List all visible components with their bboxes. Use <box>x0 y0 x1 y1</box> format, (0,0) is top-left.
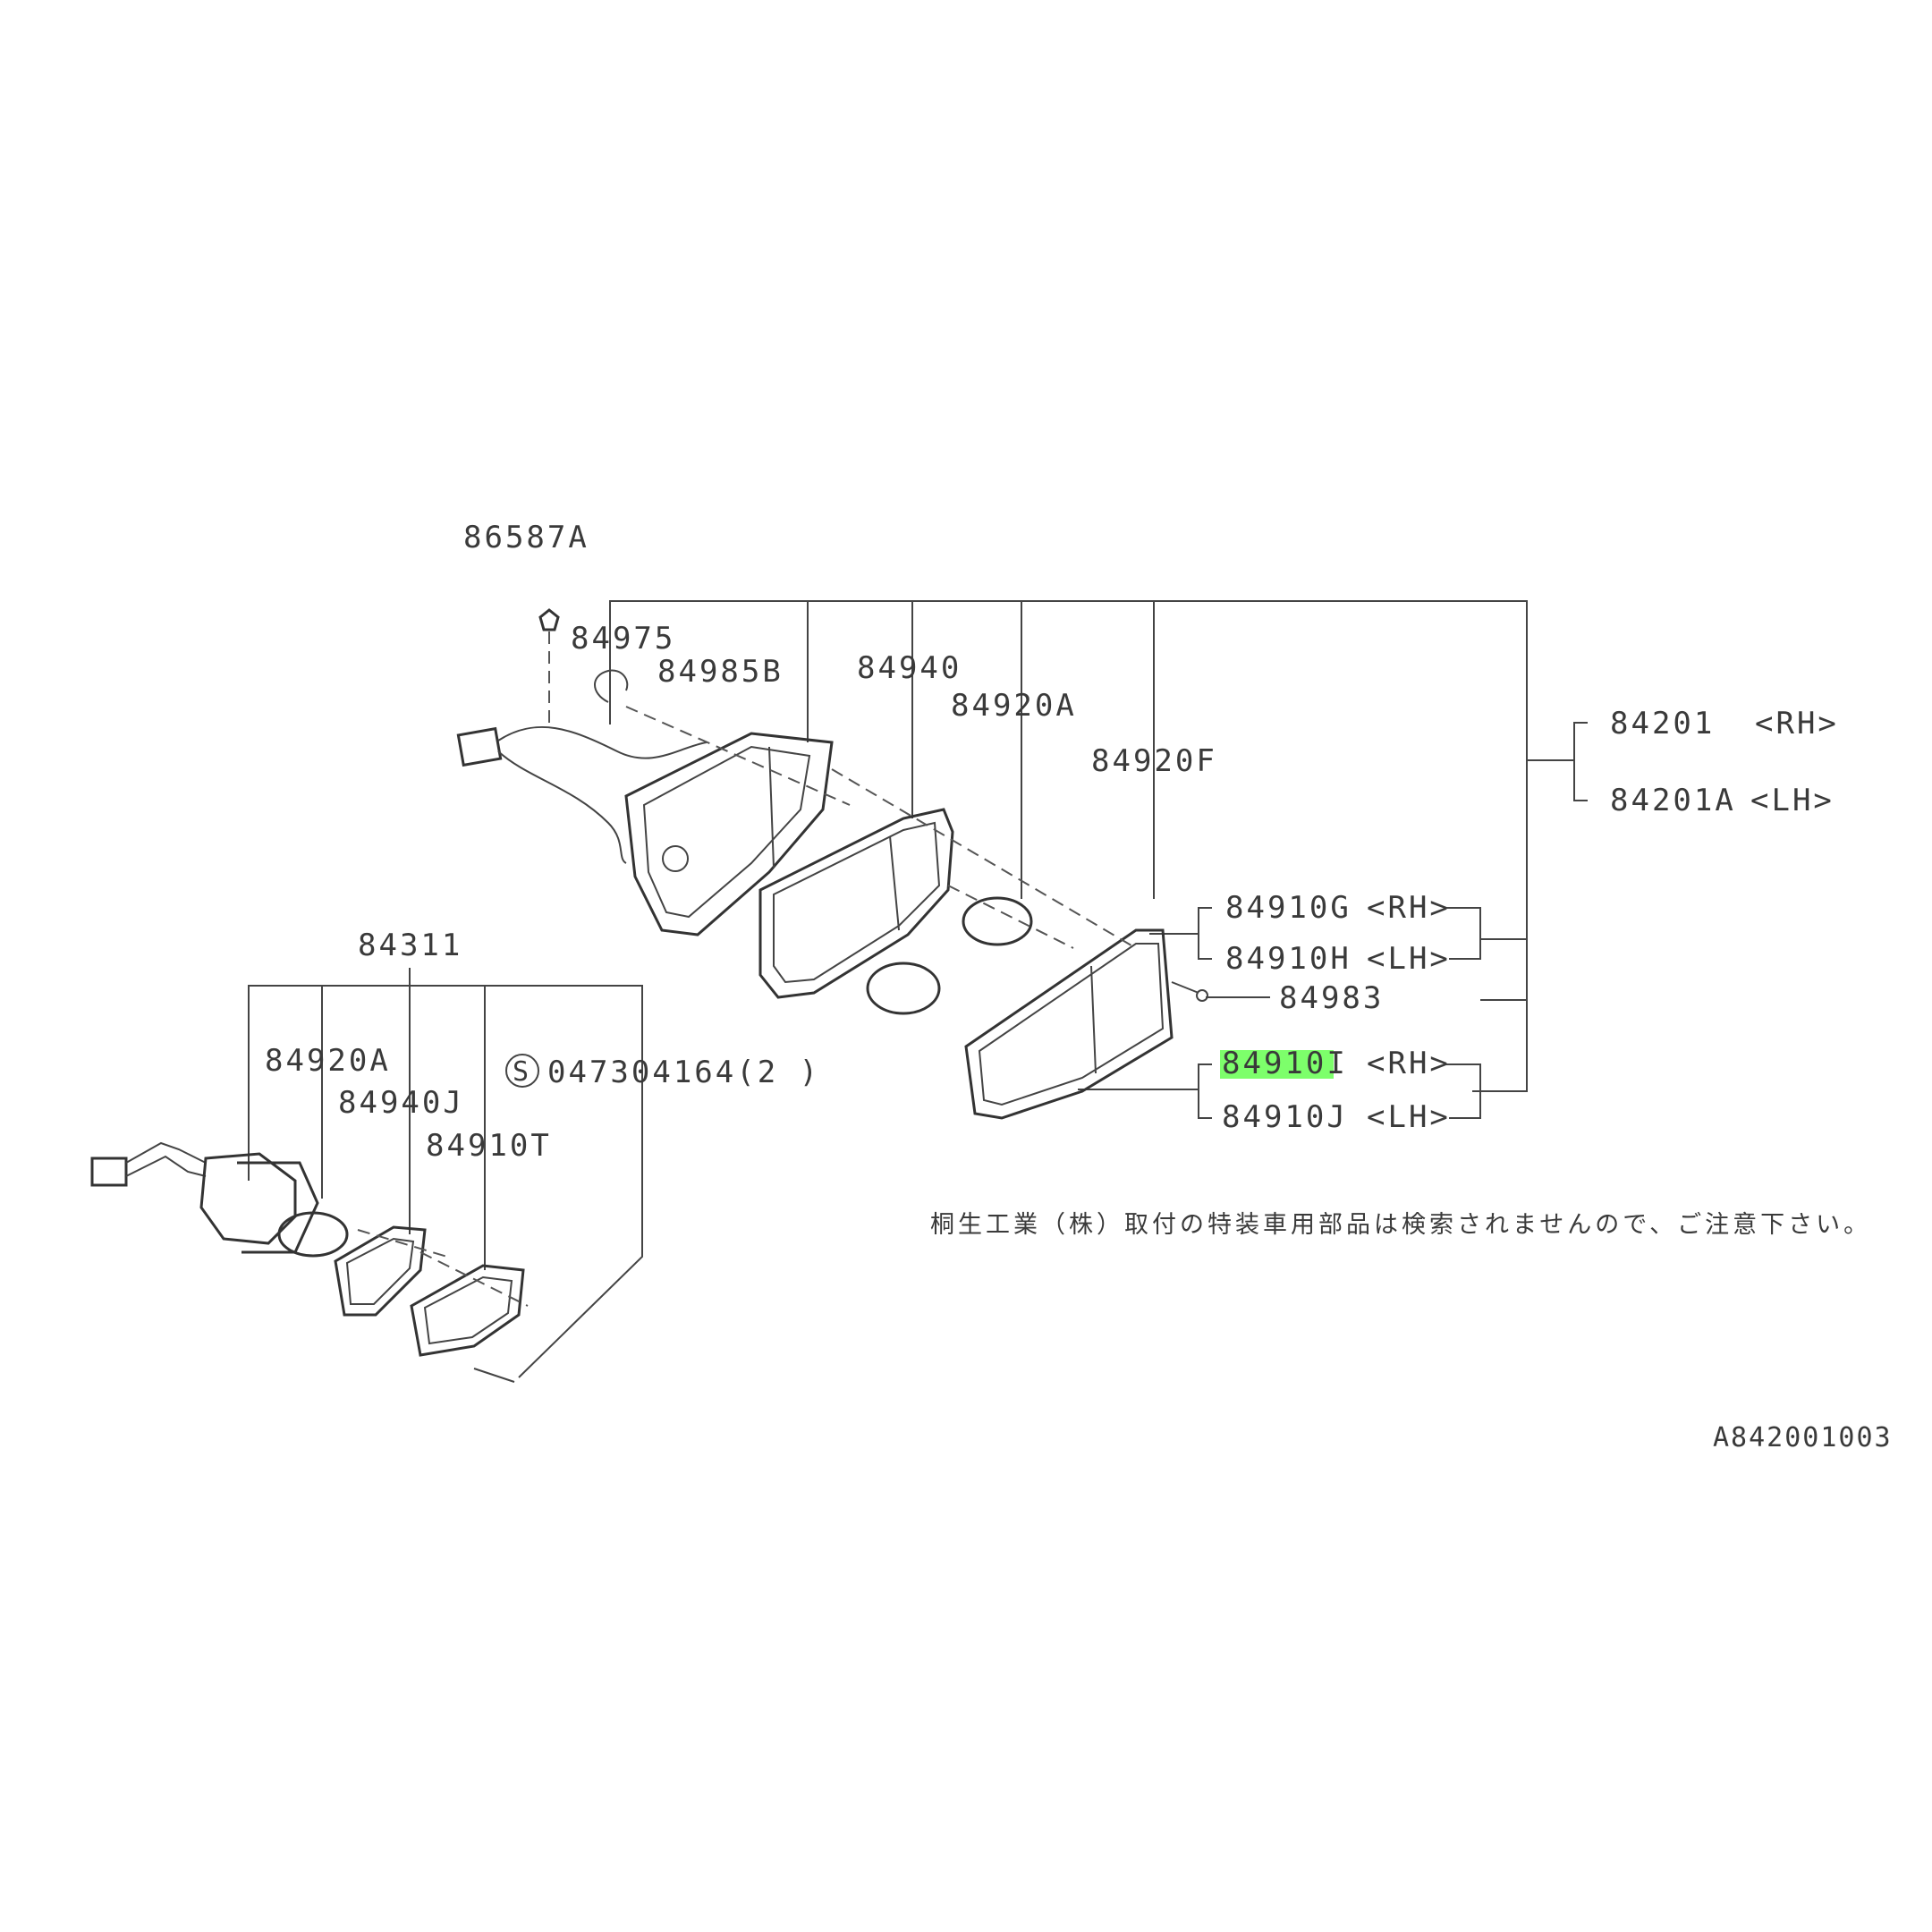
japanese-note: 桐生工業（株）取付の特装車用部品は検索されませんので、ご注意下さい。 <box>930 1211 1871 1239</box>
socket-84311 <box>199 1152 297 1245</box>
diagram-id: A842001003 <box>1713 1422 1893 1453</box>
label-84910t[interactable]: 84910T <box>426 1128 552 1164</box>
label-84910h[interactable]: 84910H <box>1225 941 1352 977</box>
label-84201-rh: <RH> <box>1755 706 1839 741</box>
label-84201[interactable]: 84201 <box>1610 706 1715 741</box>
label-84910j[interactable]: 84910J <box>1222 1099 1348 1135</box>
lens-84910i <box>964 928 1174 1120</box>
label-84910h-lh: <LH> <box>1367 941 1451 977</box>
label-84201a[interactable]: 84201A <box>1610 783 1736 818</box>
bracket-84910ij <box>1078 1063 1527 1119</box>
label-84985b[interactable]: 84985B <box>657 654 784 690</box>
label-84920a-top[interactable]: 84920A <box>951 688 1077 724</box>
label-84910g[interactable]: 84910G <box>1225 890 1352 926</box>
label-84940[interactable]: 84940 <box>857 650 962 686</box>
label-84910g-rh: <RH> <box>1367 890 1451 926</box>
rear-lamp-assembly <box>456 608 1208 1120</box>
bulb-84920a <box>962 896 1033 946</box>
label-screw-symbol: S <box>513 1056 530 1088</box>
bulb-84920f <box>866 962 941 1015</box>
bulb-84920a-lower <box>277 1211 349 1258</box>
label-84920f[interactable]: 84920F <box>1091 743 1217 779</box>
label-84940j[interactable]: 84940J <box>338 1085 464 1121</box>
label-84201a-lh: <LH> <box>1750 783 1835 818</box>
label-84910j-lh: <LH> <box>1367 1099 1451 1135</box>
bulb-84975 <box>594 669 629 703</box>
highlight-84910i <box>1220 1050 1334 1079</box>
label-86587a[interactable]: 86587A <box>463 520 589 555</box>
screw-symbol-circle <box>505 1054 539 1088</box>
screw-047304164 <box>473 1368 515 1383</box>
screw-84983 <box>1171 981 1199 994</box>
label-84975[interactable]: 84975 <box>571 621 675 657</box>
license-lamp-assembly <box>90 1141 529 1383</box>
label-84920a-lower[interactable]: 84920A <box>265 1043 391 1079</box>
bracket-84910gh <box>1149 907 1527 960</box>
connector <box>456 726 503 767</box>
gasket-84940 <box>758 808 954 999</box>
label-047304164[interactable]: 047304164(2 ) <box>547 1055 820 1090</box>
lens-84910t <box>410 1264 525 1357</box>
label-84983[interactable]: 84983 <box>1279 980 1384 1016</box>
lower-bracket-lines <box>248 968 643 1378</box>
label-84311[interactable]: 84311 <box>358 928 462 963</box>
label-84910i-rh: <RH> <box>1367 1046 1451 1081</box>
gasket-84940j <box>334 1225 427 1317</box>
clip-86587a <box>538 608 560 631</box>
label-84910i[interactable]: 84910I <box>1222 1046 1348 1081</box>
connector-lower <box>90 1157 128 1187</box>
lamp-housing <box>624 732 834 936</box>
